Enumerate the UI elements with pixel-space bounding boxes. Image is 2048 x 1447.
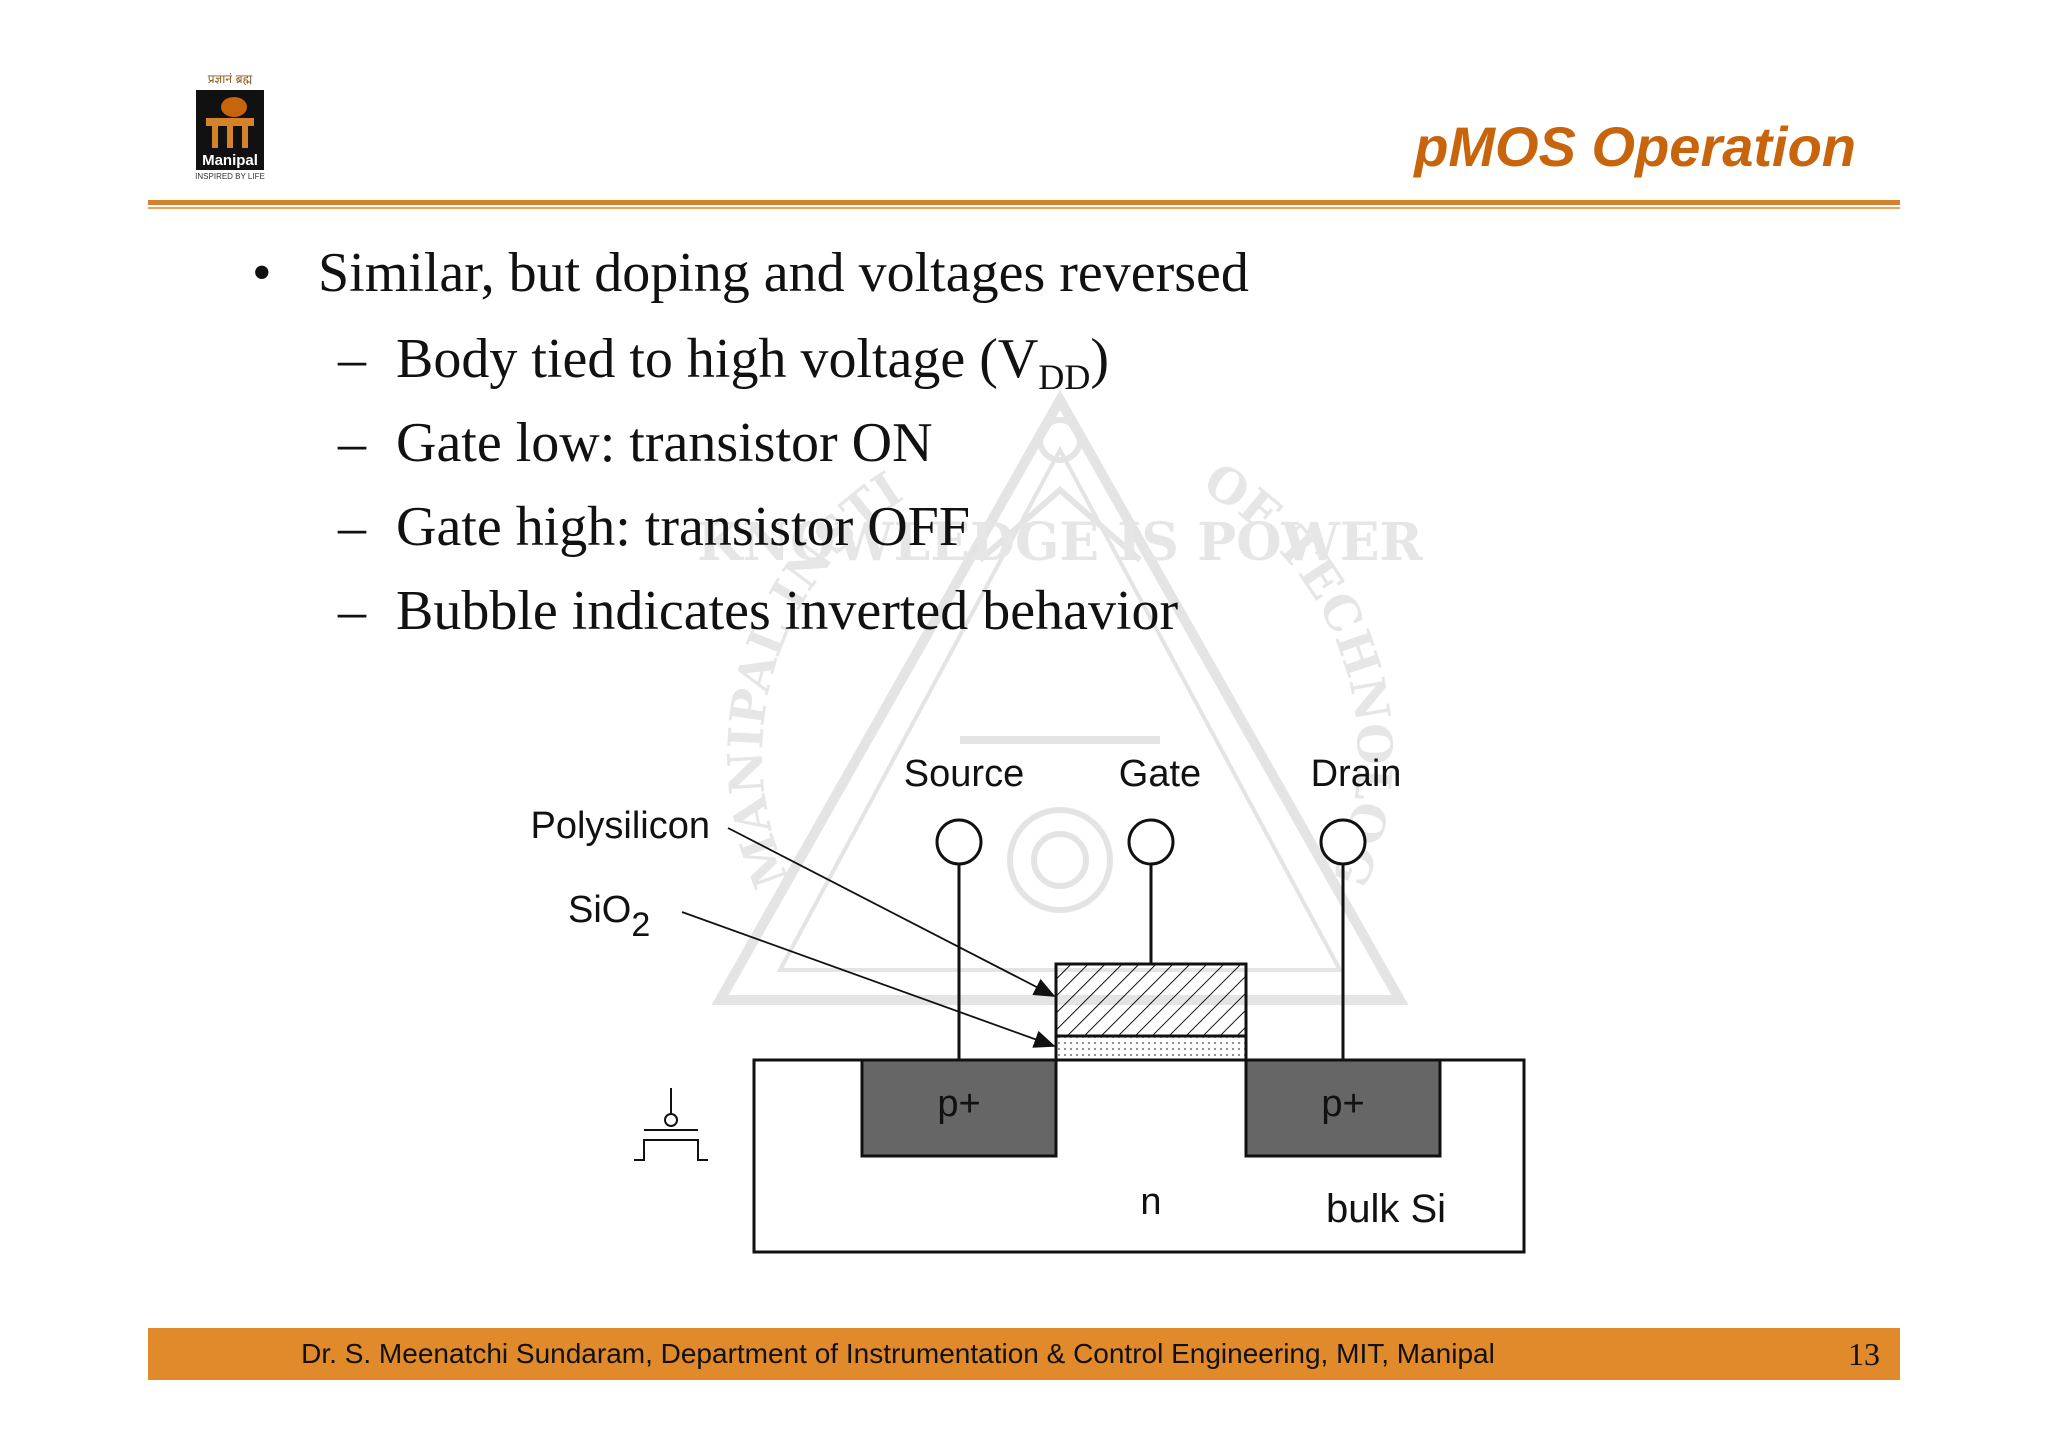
vdd-subscript: DD xyxy=(1038,357,1091,397)
bulk-si-label: bulk Si xyxy=(1326,1187,1446,1231)
footer-author-text: Dr. S. Meenatchi Sundaram, Department of… xyxy=(301,1338,1495,1369)
title-divider-thin xyxy=(148,207,1900,209)
slide-title: pMOS Operation xyxy=(1414,115,1856,178)
sub-bullet-dash: – xyxy=(338,496,366,558)
sub-bullet-text: Body tied to high voltage (V xyxy=(396,328,1039,390)
sio2-label: SiO2 xyxy=(568,889,650,944)
sub-bullet-item: –Gate high: transistor OFF xyxy=(338,492,970,562)
sub-bullet-item: –Bubble indicates inverted behavior xyxy=(338,576,1178,646)
p-plus-region-source xyxy=(860,1058,1058,1158)
logo-emblem xyxy=(196,90,264,152)
pmos-symbol-icon xyxy=(634,1088,708,1161)
page-number: 13 xyxy=(1848,1336,1880,1372)
sub-bullet-item: –Body tied to high voltage (VDD) xyxy=(338,324,1109,412)
n-substrate-label: n xyxy=(1140,1181,1161,1223)
footer-bar: Dr. S. Meenatchi Sundaram, Department of… xyxy=(148,1328,1900,1380)
polysilicon-gate xyxy=(1054,962,1248,1038)
polysilicon-arrow xyxy=(727,827,1056,997)
p-plus-label-source: p+ xyxy=(937,1083,980,1125)
p-plus-region-drain xyxy=(1244,1058,1442,1158)
gate-label: Gate xyxy=(1119,753,1201,795)
sub-bullet-item: –Gate low: transistor ON xyxy=(338,408,933,478)
drain-terminal xyxy=(1319,818,1367,866)
sub-bullet-text: Bubble indicates inverted behavior xyxy=(396,580,1179,642)
logo-name: Manipal xyxy=(196,152,264,170)
drain-label: Drain xyxy=(1311,753,1402,795)
logo-emblem-icon xyxy=(206,97,254,148)
bullet-text: Similar, but doping and voltages reverse… xyxy=(318,242,1249,304)
sub-bullet-tail: ) xyxy=(1090,328,1110,390)
seal-motto: KNOWLEDGE IS POWER xyxy=(697,512,1423,573)
sio2-gate-oxide xyxy=(1054,1034,1248,1062)
p-plus-label-drain: p+ xyxy=(1321,1083,1364,1125)
pmos-cross-section-diagram: p+ p+ Source Gate Drain Polysilicon SiO2… xyxy=(530,753,1526,1254)
title-divider xyxy=(148,200,1900,205)
institute-seal-watermark: KNOWLEDGE IS POWER MANIPAL INSTITUTE OF … xyxy=(680,360,1424,1005)
source-terminal xyxy=(935,818,983,866)
sio2-arrow xyxy=(681,911,1056,1048)
logo-sanskrit-text: प्रज्ञानं ब्रह्म xyxy=(207,72,253,86)
bullet-dot: • xyxy=(252,242,272,304)
manipal-logo: प्रज्ञानं ब्रह्म Manipal INSPIRED BY LIF… xyxy=(192,70,268,196)
sub-bullet-dash: – xyxy=(338,412,366,474)
polysilicon-label: Polysilicon xyxy=(530,805,710,847)
gate-terminal xyxy=(1127,818,1175,866)
source-label: Source xyxy=(904,753,1024,795)
logo-tagline: INSPIRED BY LIFE xyxy=(195,172,265,181)
sub-bullet-text: Gate low: transistor ON xyxy=(396,412,933,474)
sub-bullet-text: Gate high: transistor OFF xyxy=(396,496,970,558)
bullet-item: • Similar, but doping and voltages revers… xyxy=(252,238,1249,308)
sub-bullet-dash: – xyxy=(338,580,366,642)
sub-bullet-dash: – xyxy=(338,328,366,390)
